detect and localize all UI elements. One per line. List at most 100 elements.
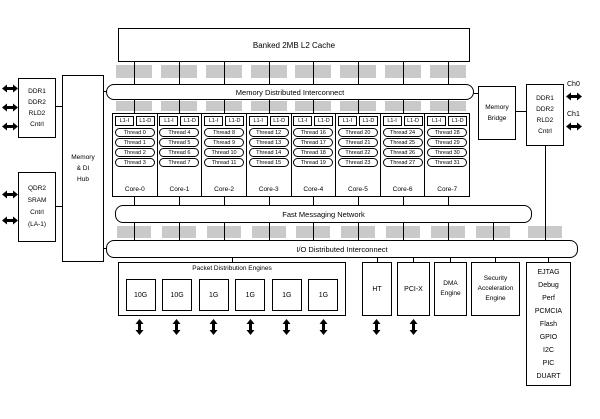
core-name-label: Core-0 — [124, 186, 145, 193]
dma-engine-block: DMA Engine — [434, 262, 467, 316]
bidirectional-arrow-icon — [172, 319, 181, 335]
bidirectional-arrow-icon — [2, 103, 18, 112]
pci-x-block: PCI-X — [397, 262, 430, 316]
bidirectional-arrow-icon — [246, 319, 255, 335]
l1d-cache: L1-D — [358, 116, 378, 126]
l1-caches: L1-I L1-D — [382, 116, 423, 126]
bidirectional-arrow-icon — [282, 319, 291, 335]
l1d-cache: L1-D — [403, 116, 423, 126]
thread-box: Thread 14 — [248, 148, 289, 157]
thread-box: Thread 10 — [204, 148, 245, 157]
thread-box: Thread 7 — [159, 158, 200, 167]
thread-box: Thread 28 — [427, 128, 468, 137]
core-6-block: L1-I L1-D Thread 24 Thread 25 Thread 26 … — [381, 114, 426, 196]
connector-line — [448, 62, 449, 84]
l1-caches: L1-I L1-D — [159, 116, 200, 126]
bidirectional-arrow-icon — [135, 319, 144, 335]
l1d-cache: L1-D — [448, 116, 468, 126]
l2-cache-block: Banked 2MB L2 Cache — [118, 28, 470, 62]
cores-container: L1-I L1-D Thread 0 Thread 1 Thread 2 Thr… — [112, 113, 470, 197]
connector-line — [516, 111, 526, 112]
l1i-cache: L1-I — [248, 116, 268, 126]
thread-box: Thread 1 — [114, 138, 155, 147]
ddr-controller-left-block: DDR1 DDR2 RLD2 Cntrl — [18, 78, 56, 138]
connector-line — [403, 62, 404, 84]
l1-caches: L1-I L1-D — [427, 116, 468, 126]
bidirectional-arrow-icon — [209, 319, 218, 335]
fast-messaging-network-bus: Fast Messaging Network — [115, 205, 532, 223]
l1d-cache: L1-D — [225, 116, 245, 126]
memory-di-hub-block: Memory & DI Hub — [62, 75, 104, 262]
thread-box: Thread 22 — [337, 148, 378, 157]
thread-box: Thread 31 — [427, 158, 468, 167]
connector-line — [448, 223, 449, 240]
bidirectional-arrow-icon — [2, 216, 18, 225]
thread-box: Thread 23 — [337, 158, 378, 167]
thread-box: Thread 0 — [114, 128, 155, 137]
core-name-label: Core-1 — [169, 186, 190, 193]
connector-line — [450, 258, 451, 262]
ch0-label: Ch0 — [567, 81, 580, 88]
thread-box: Thread 27 — [382, 158, 423, 167]
connector-line — [269, 223, 270, 240]
bidirectional-arrow-icon — [2, 84, 18, 93]
thread-box: Thread 3 — [114, 158, 155, 167]
core-4-block: L1-I L1-D Thread 16 Thread 17 Thread 18 … — [292, 114, 337, 196]
thread-box: Thread 21 — [337, 138, 378, 147]
core-0-block: L1-I L1-D Thread 0 Thread 1 Thread 2 Thr… — [113, 114, 158, 196]
thread-box: Thread 24 — [382, 128, 423, 137]
memory-distributed-interconnect-bus: Memory Distributed Interconnect — [106, 84, 474, 100]
port-1g-box: 1G — [198, 279, 229, 311]
connector-line — [134, 197, 135, 205]
thread-box: Thread 8 — [204, 128, 245, 137]
connector-line — [179, 197, 180, 205]
thread-box: Thread 9 — [204, 138, 245, 147]
connector-line — [224, 62, 225, 84]
connector-line — [224, 197, 225, 205]
l1i-cache: L1-I — [293, 116, 313, 126]
l1i-cache: L1-I — [204, 116, 224, 126]
bidirectional-arrow-icon — [2, 122, 18, 131]
packet-distribution-engines-block: Packet Distribution Engines 10G 10G 1G 1… — [118, 262, 346, 316]
thread-box: Thread 15 — [248, 158, 289, 167]
l1-caches: L1-I L1-D — [114, 116, 155, 126]
bidirectional-arrow-icon — [372, 319, 381, 335]
thread-box: Thread 25 — [382, 138, 423, 147]
thread-box: Thread 19 — [293, 158, 334, 167]
connector-line — [403, 100, 404, 113]
core-name-label: Core-2 — [214, 186, 234, 193]
thread-box: Thread 30 — [427, 148, 468, 157]
l1i-cache: L1-I — [114, 116, 134, 126]
connector-line — [313, 100, 314, 113]
ddr-controller-right-block: DDR1 DDR2 RLD2 Cntrl — [526, 84, 564, 146]
thread-box: Thread 20 — [337, 128, 378, 137]
connector-line — [232, 258, 233, 262]
thread-box: Thread 2 — [114, 148, 155, 157]
connector-line — [358, 62, 359, 84]
thread-box: Thread 16 — [293, 128, 334, 137]
thread-box: Thread 29 — [427, 138, 468, 147]
connector-line — [104, 248, 107, 249]
connector-line — [413, 258, 414, 262]
pde-ports-row: 10G 10G 1G 1G 1G 1G — [119, 272, 345, 315]
l1-caches: L1-I L1-D — [337, 116, 378, 126]
connector-line — [224, 100, 225, 113]
l1d-cache: L1-D — [135, 116, 155, 126]
core-1-block: L1-I L1-D Thread 4 Thread 5 Thread 6 Thr… — [158, 114, 203, 196]
connector-line — [104, 91, 107, 92]
connector-line — [358, 223, 359, 240]
l1d-cache: L1-D — [314, 116, 334, 126]
l1i-cache: L1-I — [427, 116, 447, 126]
connector-line — [548, 258, 549, 262]
memory-bridge-block: Memory Bridge — [478, 86, 516, 140]
thread-box: Thread 17 — [293, 138, 334, 147]
port-1g-box: 1G — [235, 279, 266, 311]
core-5-block: L1-I L1-D Thread 20 Thread 21 Thread 22 … — [336, 114, 381, 196]
l1-caches: L1-I L1-D — [204, 116, 245, 126]
connector-line — [448, 100, 449, 113]
bidirectional-arrow-icon — [2, 190, 18, 199]
l1-caches: L1-I L1-D — [248, 116, 289, 126]
ch1-label: Ch1 — [567, 111, 580, 118]
connector-line — [56, 206, 62, 207]
